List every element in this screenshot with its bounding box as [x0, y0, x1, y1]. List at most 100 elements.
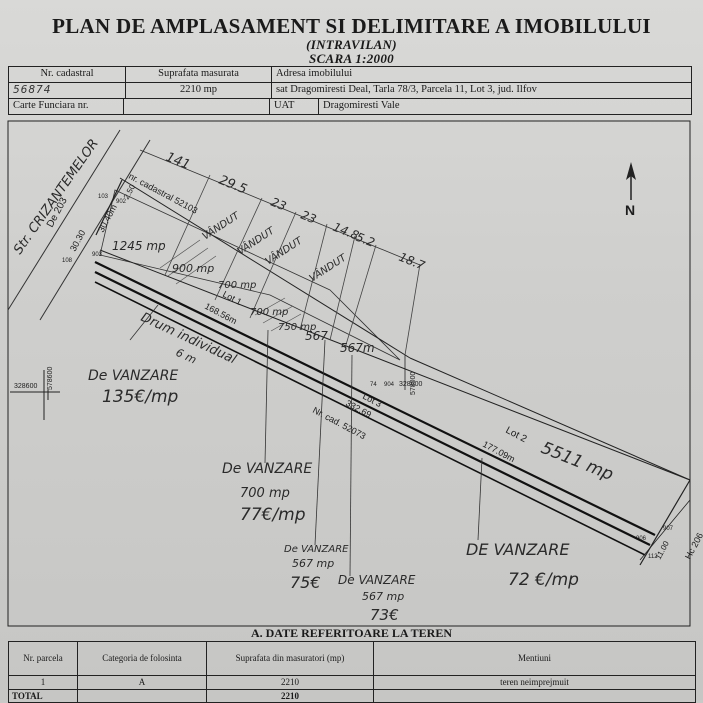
hatched-area: [159, 239, 302, 332]
dim-top-3: 23: [269, 195, 288, 214]
sale5-label: DE VANZARE: [466, 540, 570, 559]
area-3: 700 mp: [218, 280, 256, 291]
sale3-price: 75€: [290, 573, 321, 592]
street-edge-2: [39, 139, 151, 321]
sale2-area: 700 mp: [240, 486, 290, 501]
dim-left2-label: 30.30: [68, 228, 87, 253]
pt-906: 906: [636, 536, 647, 542]
adresa-value: sat Dragomiresti Deal, Tarla 78/3, Parce…: [276, 84, 537, 95]
sale5-price: 72 €/mp: [508, 570, 579, 590]
uat-label: UAT: [270, 99, 319, 114]
sale3-label: De VANZARE: [284, 544, 349, 555]
lot1-north-edge: [99, 249, 691, 481]
pt-112: 112: [648, 554, 658, 560]
adresa-label: Adresa imobilului: [276, 68, 353, 79]
dimension-line: [139, 149, 421, 266]
lot2-label: Lot 2: [504, 425, 529, 445]
drawing-frame: [7, 120, 691, 627]
total-value: 2210: [207, 690, 374, 702]
cell-mentiuni: teren neimprejmuit: [500, 677, 569, 687]
pt-103: 103: [98, 194, 109, 200]
area-2: 900 mp: [172, 262, 214, 275]
info-cf-row: Carte Funciara nr. UAT Dragomiresti Vale: [9, 99, 691, 114]
pt-108: 108: [62, 258, 73, 264]
total-mentiuni: [374, 690, 695, 702]
suprafata-value: 2210 mp: [126, 83, 272, 98]
cell-suprafata: 2210: [207, 676, 374, 689]
document-title: PLAN DE AMPLASAMENT SI DELIMITARE A IMOB…: [52, 14, 651, 38]
dim-top-6: 5.2: [354, 230, 377, 250]
table-total-row: TOTAL 2210: [9, 690, 695, 703]
suprafata-label: Suprafata masurata: [126, 67, 272, 82]
col-mentiuni: Mentiuni: [518, 653, 551, 663]
pt-907: 907: [663, 526, 674, 532]
sale3-area: 567 mp: [292, 557, 334, 570]
document-scale: SCARA 1:2000: [309, 51, 394, 66]
carte-funciara-label: Carte Funciara nr.: [9, 99, 124, 114]
cell-nr: 1: [9, 676, 78, 689]
sale1-label: De VANZARE: [88, 368, 178, 384]
lot2-area: 5511 mp: [538, 438, 616, 485]
sale4-area: 567 mp: [362, 590, 404, 603]
area-6: 567: [305, 329, 328, 343]
info-value-row: 56874 2210 mp sat Dragomiresti Deal, Tar…: [9, 83, 691, 99]
dim-top-4: 23: [299, 208, 318, 227]
area-4: 700 mp: [250, 307, 288, 318]
sale4-price: 73€: [370, 606, 399, 624]
carte-funciara-value: [124, 99, 270, 114]
document-subtitle: (INTRAVILAN): [306, 37, 397, 52]
dim-top-2: 29.5: [217, 173, 249, 198]
col-suprafata: Suprafata din masuratori (mp): [207, 642, 374, 675]
top-boundary: [119, 177, 411, 359]
area-5: 750 mp: [278, 322, 316, 333]
pt-74: 74: [370, 382, 377, 388]
hc-206-label: Hc 206: [683, 531, 703, 561]
info-header-row: Nr. cadastral Suprafata masurata Adresa …: [9, 67, 691, 83]
pt-902: 902: [116, 199, 127, 205]
sale4-label: De VANZARE: [338, 573, 416, 587]
section-title: A. DATE REFERITOARE LA TEREN: [250, 626, 453, 640]
dim-top-7: 18.7: [397, 250, 427, 273]
sale2-label: De VANZARE: [222, 461, 312, 477]
uat-value: Dragomiresti Vale: [323, 100, 400, 111]
cell-categoria: A: [78, 676, 207, 689]
info-table: Nr. cadastral Suprafata masurata Adresa …: [8, 66, 692, 115]
col-categoria: Categoria de folosinta: [78, 642, 207, 675]
area-7: 567m: [340, 341, 375, 355]
nr-cadastral-value: 56874: [9, 83, 126, 98]
lot2-top-boundary: [409, 357, 691, 481]
vandut-2: VÂNDUT: [235, 223, 278, 257]
north-arrow-icon: [626, 162, 636, 200]
coord-y2: 578000: [410, 372, 417, 395]
sale2-price: 77€/mp: [240, 505, 306, 525]
area-1: 1245 mp: [112, 239, 166, 253]
pt-903: 903: [92, 252, 103, 258]
coord-y1: 578600: [47, 367, 54, 390]
nr-cadastral-label: Nr. cadastral: [9, 67, 126, 82]
drum-edge-2: [94, 271, 651, 546]
pt-904: 904: [384, 382, 395, 388]
dim-top-1: 141: [164, 150, 193, 173]
drum-edge-1: [94, 261, 656, 536]
dim-lot2-label: 177.09m: [481, 439, 517, 464]
vandut-1: VÂNDUT: [200, 208, 243, 242]
table-row: 1 A 2210 teren neimprejmuit: [9, 676, 695, 690]
coord-x2: 328600: [399, 381, 422, 388]
sale1-price: 135€/mp: [102, 387, 179, 407]
north-label: N: [625, 202, 635, 218]
street-edge: [7, 129, 121, 311]
col-nr-parcela: Nr. parcela: [9, 642, 78, 675]
coord-x1: 328600: [14, 383, 37, 390]
lot3-edge: [94, 281, 646, 556]
nr-cad-top-label: nr. cadastral 52103: [127, 171, 199, 216]
total-label: TOTAL: [9, 690, 78, 702]
street-label: Str. CRIZANTEMELOR: [11, 137, 102, 258]
total-spacer: [78, 690, 207, 702]
vandut-4: VÂNDUT: [307, 250, 350, 284]
table-header-row: Nr. parcela Categoria de folosinta Supra…: [9, 642, 695, 676]
dim-left-label: 30.40m: [96, 203, 119, 234]
lot1-label: Lot 1: [221, 289, 243, 307]
land-data-table: Nr. parcela Categoria de folosinta Supra…: [8, 641, 696, 703]
